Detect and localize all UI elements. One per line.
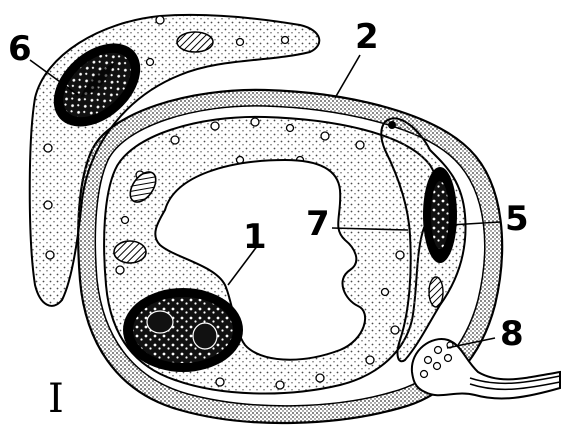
nerve-fiber (412, 339, 560, 398)
mitochondrion (114, 241, 146, 263)
panel-label: I (48, 376, 64, 422)
label-2: 2 (355, 17, 379, 57)
label-8: 8 (500, 314, 524, 354)
leader-line-2 (335, 55, 360, 98)
label-6: 6 (8, 29, 32, 69)
endothelial-nucleus (123, 288, 243, 372)
label-5: 5 (505, 199, 529, 239)
label-7: 7 (306, 204, 330, 244)
label-1: 1 (243, 217, 267, 257)
